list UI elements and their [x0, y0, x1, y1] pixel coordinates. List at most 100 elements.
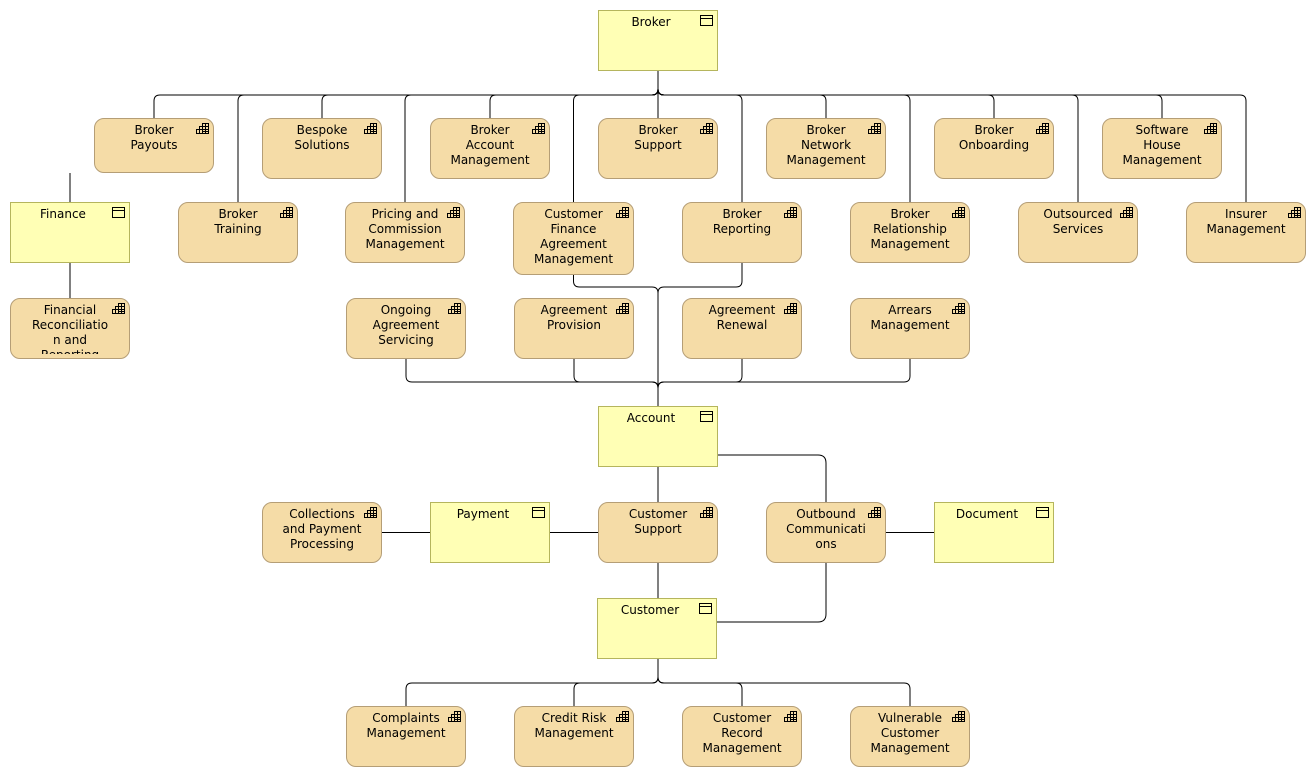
function-grid-icon: [532, 123, 545, 134]
function-grid-icon: [868, 123, 881, 134]
connector-line: [657, 659, 911, 706]
function-grid-icon: [447, 207, 460, 218]
node-label: Customer Support: [628, 507, 688, 536]
function-grid-icon: [784, 711, 797, 722]
function-grid-icon: [700, 507, 713, 518]
node-label: Agreement Renewal: [708, 303, 776, 332]
node-label: Broker: [631, 15, 671, 29]
node-label: Insurer Management: [1206, 207, 1286, 236]
node-label: Customer: [620, 603, 680, 617]
connector-line: [573, 359, 659, 406]
connector-line: [573, 275, 659, 406]
payment-object[interactable]: Payment: [430, 502, 550, 563]
arrears-management-function[interactable]: Arrears Management: [850, 298, 970, 359]
node-label: Broker Network Management: [786, 123, 866, 167]
bespoke-solutions-function[interactable]: Bespoke Solutions: [262, 118, 382, 179]
node-label: Account: [626, 411, 676, 425]
customer-record-management-function[interactable]: Customer Record Management: [682, 706, 802, 767]
node-label: Collections and Payment Processing: [282, 507, 362, 551]
node-label: Broker Onboarding: [958, 123, 1030, 152]
complaints-management-function[interactable]: Complaints Management: [346, 706, 466, 767]
node-label: Bespoke Solutions: [294, 123, 350, 152]
node-label: Broker Support: [634, 123, 682, 152]
node-label: Vulnerable Customer Management: [870, 711, 950, 755]
node-label: Broker Training: [214, 207, 262, 236]
data-object-icon: [700, 411, 713, 422]
pricing-commission-management-function[interactable]: Pricing and Commission Management: [345, 202, 465, 263]
connector-line: [717, 563, 827, 623]
function-grid-icon: [784, 207, 797, 218]
data-object-icon: [700, 15, 713, 26]
node-label: Customer Finance Agreement Management: [533, 207, 614, 266]
broker-relationship-management-function[interactable]: Broker Relationship Management: [850, 202, 970, 263]
finance-object[interactable]: Finance: [10, 202, 130, 263]
broker-payouts-function[interactable]: Broker Payouts: [94, 118, 214, 173]
function-grid-icon: [616, 303, 629, 314]
node-label: Document: [955, 507, 1019, 521]
account-object[interactable]: Account: [598, 406, 718, 467]
node-label: Broker Reporting: [712, 207, 772, 236]
data-object-icon: [112, 207, 125, 218]
function-grid-icon: [1120, 207, 1133, 218]
function-grid-icon: [952, 711, 965, 722]
node-label: Financial Reconciliatio n and Reporting: [31, 303, 109, 354]
node-label: Ongoing Agreement Servicing: [372, 303, 440, 347]
function-grid-icon: [112, 303, 125, 314]
agreement-provision-function[interactable]: Agreement Provision: [514, 298, 634, 359]
function-grid-icon: [1204, 123, 1217, 134]
broker-object[interactable]: Broker: [598, 10, 718, 71]
node-label: Pricing and Commission Management: [365, 207, 445, 251]
credit-risk-management-function[interactable]: Credit Risk Management: [514, 706, 634, 767]
broker-training-function[interactable]: Broker Training: [178, 202, 298, 263]
node-label: Customer Record Management: [702, 711, 782, 755]
connector-line: [573, 659, 659, 706]
vulnerable-customer-management-function[interactable]: Vulnerable Customer Management: [850, 706, 970, 767]
function-grid-icon: [700, 123, 713, 134]
function-grid-icon: [952, 207, 965, 218]
node-label: Outbound Communicati ons: [786, 507, 866, 551]
node-label: Agreement Provision: [540, 303, 608, 332]
function-grid-icon: [1288, 207, 1301, 218]
connector-line: [657, 359, 911, 406]
node-label: Broker Relationship Management: [870, 207, 950, 251]
function-grid-icon: [196, 123, 209, 134]
node-label: Finance: [40, 207, 86, 221]
agreement-renewal-function[interactable]: Agreement Renewal: [682, 298, 802, 359]
software-house-management-function[interactable]: Software House Management: [1102, 118, 1222, 179]
node-label: Outsourced Services: [1043, 207, 1113, 236]
broker-support-function[interactable]: Broker Support: [598, 118, 718, 179]
customer-finance-agreement-management-function[interactable]: Customer Finance Agreement Management: [513, 202, 634, 275]
connector-line: [718, 454, 827, 502]
connector-line: [657, 71, 1247, 202]
function-grid-icon: [784, 303, 797, 314]
node-label: Arrears Management: [870, 303, 950, 332]
function-grid-icon: [364, 123, 377, 134]
function-grid-icon: [280, 207, 293, 218]
collections-payment-processing-function[interactable]: Collections and Payment Processing: [262, 502, 382, 563]
customer-support-function[interactable]: Customer Support: [598, 502, 718, 563]
function-grid-icon: [616, 207, 629, 218]
function-grid-icon: [448, 303, 461, 314]
financial-reconciliation-reporting-function[interactable]: Financial Reconciliatio n and Reporting: [10, 298, 130, 359]
node-label: Broker Account Management: [450, 123, 530, 167]
node-label: Credit Risk Management: [534, 711, 614, 740]
broker-reporting-function[interactable]: Broker Reporting: [682, 202, 802, 263]
insurer-management-function[interactable]: Insurer Management: [1186, 202, 1306, 263]
node-label: Broker Payouts: [130, 123, 178, 152]
function-grid-icon: [448, 711, 461, 722]
outbound-communications-function[interactable]: Outbound Communicati ons: [766, 502, 886, 563]
broker-account-management-function[interactable]: Broker Account Management: [430, 118, 550, 179]
data-object-icon: [1036, 507, 1049, 518]
node-label: Payment: [456, 507, 510, 521]
node-label: Complaints Management: [366, 711, 446, 740]
outsourced-services-function[interactable]: Outsourced Services: [1018, 202, 1138, 263]
customer-object[interactable]: Customer: [597, 598, 717, 659]
broker-onboarding-function[interactable]: Broker Onboarding: [934, 118, 1054, 179]
ongoing-agreement-servicing-function[interactable]: Ongoing Agreement Servicing: [346, 298, 466, 359]
broker-network-management-function[interactable]: Broker Network Management: [766, 118, 886, 179]
document-object[interactable]: Document: [934, 502, 1054, 563]
function-grid-icon: [1036, 123, 1049, 134]
connector-line: [657, 263, 743, 406]
function-grid-icon: [868, 507, 881, 518]
